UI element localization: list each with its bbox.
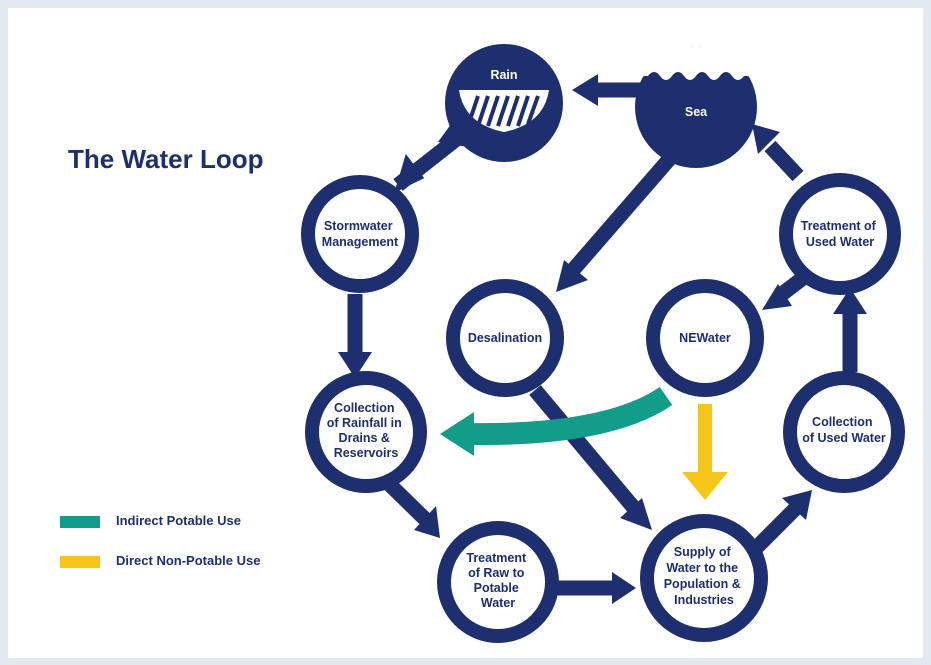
node-stormwater-management: Stormwater Management [301, 175, 419, 293]
arrowhead-direct-non-potable [682, 472, 728, 500]
arrowhead-to-collection-used [782, 490, 812, 520]
diagram-title: The Water Loop [68, 144, 264, 174]
arrow-treatment-used-to-newater [777, 272, 808, 300]
node-newater: NEWater [646, 279, 764, 397]
arrowhead-to-collection-rain [338, 352, 372, 378]
diagram-canvas: The Water Loop Indirect Potable Use Dire… [8, 8, 923, 658]
arrowhead-to-treatment-used [833, 288, 867, 314]
legend-label-direct-non-potable: Direct Non-Potable Use [116, 553, 261, 568]
flow-arrows [338, 74, 867, 604]
node-supply-of-water: Supply of Water to the Population & Indu… [640, 514, 768, 642]
arrowhead-indirect-potable [440, 412, 474, 456]
node-collection-of-used-water-label: Collection of Used Water [802, 415, 886, 445]
rain-icon [459, 90, 549, 132]
node-supply-of-water-label: Supply of Water to the Population & Indu… [664, 545, 745, 607]
arrow-sea-to-desalination [567, 151, 678, 275]
arrow-indirect-potable [467, 386, 673, 446]
arrowhead-to-stormwater [394, 154, 425, 193]
arrow-treatment-used-to-sea [764, 140, 804, 182]
node-newater-label: NEWater [679, 331, 731, 345]
legend-swatch-indirect-potable [60, 516, 100, 528]
node-sea: Sea [635, 46, 757, 168]
node-treatment-of-raw-to-potable-label: Treatment of Raw to Potable Water [466, 551, 529, 610]
arrowhead-to-newater [762, 284, 792, 310]
arrow-desalination-to-supply [529, 385, 640, 513]
arrowhead-to-treatment-raw [414, 506, 440, 538]
legend-swatch-direct-non-potable [60, 556, 100, 568]
arrowhead-to-desalination [556, 260, 588, 292]
arrowhead-sea-to-rain [572, 74, 598, 106]
node-treatment-of-used-water-label: Treatment of Used Water [801, 219, 880, 249]
node-treatment-of-used-water: Treatment of Used Water [779, 173, 901, 295]
loop-nodes: Rain Sea [301, 44, 905, 643]
water-loop-diagram: Rain Sea [301, 44, 905, 643]
legend-label-indirect-potable: Indirect Potable Use [116, 513, 241, 528]
node-desalination: Desalination [446, 279, 564, 397]
arrowhead-to-sea [752, 124, 780, 154]
node-rain-label: Rain [490, 68, 517, 82]
node-stormwater-management-label: Stormwater Management [322, 219, 399, 249]
node-sea-label: Sea [685, 105, 708, 119]
arrowhead-to-supply [612, 572, 636, 604]
node-desalination-label: Desalination [468, 331, 542, 345]
node-collection-of-used-water: Collection of Used Water [783, 371, 905, 493]
arrowhead-desalination-to-supply [620, 498, 652, 530]
node-collection-of-rainfall: Collection of Rainfall in Drains & Reser… [305, 371, 427, 493]
wave-icon [642, 46, 750, 80]
node-treatment-of-raw-to-potable: Treatment of Raw to Potable Water [437, 521, 559, 643]
node-collection-of-rainfall-label: Collection of Rainfall in Drains & Reser… [327, 401, 405, 460]
node-rain: Rain [445, 44, 563, 162]
